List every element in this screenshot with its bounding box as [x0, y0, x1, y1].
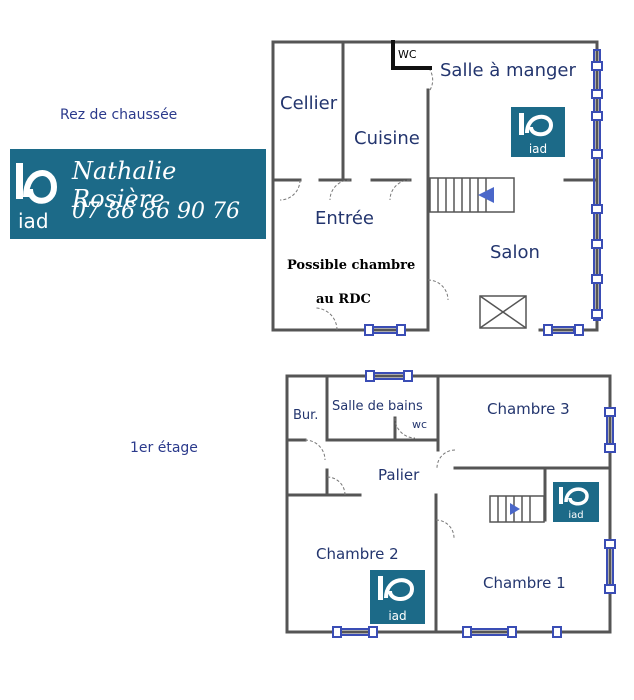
ground-windows — [364, 49, 603, 336]
iad-logo-icon — [559, 487, 589, 506]
agent-banner: iad Nathalie Rosière 07 86 86 90 76 — [10, 149, 266, 239]
room-label-cellar: Cellier — [280, 93, 338, 114]
note-possible-bedroom: Possible chambre — [287, 258, 416, 273]
upper-stairs-icon — [489, 495, 545, 523]
ground-wc-wall — [391, 40, 432, 70]
room-label-living: Salon — [490, 242, 540, 263]
room-label-wc-upper: wc — [412, 418, 428, 431]
room-label-bedroom2: Chambre 2 — [316, 545, 399, 563]
upper-door-swings — [304, 417, 456, 539]
note-ground-floor: au RDC — [316, 292, 371, 307]
room-label-bedroom3: Chambre 3 — [487, 400, 570, 418]
agent-phone: 07 86 86 90 76 — [72, 199, 240, 224]
upper-interior-wall — [393, 416, 440, 442]
iad-logo-icon — [378, 576, 415, 601]
fireplace-icon — [479, 295, 527, 329]
iad-logo: iad — [553, 482, 599, 522]
iad-logo-text: iad — [388, 609, 407, 623]
room-label-bathroom: Salle de bains — [332, 399, 423, 414]
ground-floor-label: Rez de chaussée — [60, 107, 178, 123]
room-label-dining: Salle à manger — [440, 60, 576, 81]
room-label-kitchen: Cuisine — [354, 128, 420, 149]
ground-stairs-icon — [429, 177, 515, 213]
room-label-landing: Palier — [378, 466, 420, 484]
room-label-entry: Entrée — [315, 208, 374, 229]
iad-logo: iad — [370, 570, 425, 624]
upper-floor-label: 1er étage — [130, 440, 198, 456]
iad-logo-icon — [16, 163, 58, 204]
upper-windows — [332, 370, 616, 638]
upper-outer-wall — [285, 374, 612, 634]
ground-outer-wall — [271, 40, 599, 332]
room-label-bedroom1: Chambre 1 — [483, 574, 566, 592]
iad-logo-text: iad — [18, 209, 49, 233]
room-label-office: Bur. — [293, 408, 319, 423]
ground-door-swings — [279, 69, 449, 331]
room-label-wc-ground: WC — [398, 48, 417, 61]
iad-logo: iad — [511, 107, 565, 157]
iad-logo-text: iad — [528, 142, 548, 156]
iad-logo-text: iad — [568, 510, 584, 521]
iad-logo-icon — [519, 113, 554, 137]
agent-name: Nathalie Rosière — [72, 157, 177, 213]
